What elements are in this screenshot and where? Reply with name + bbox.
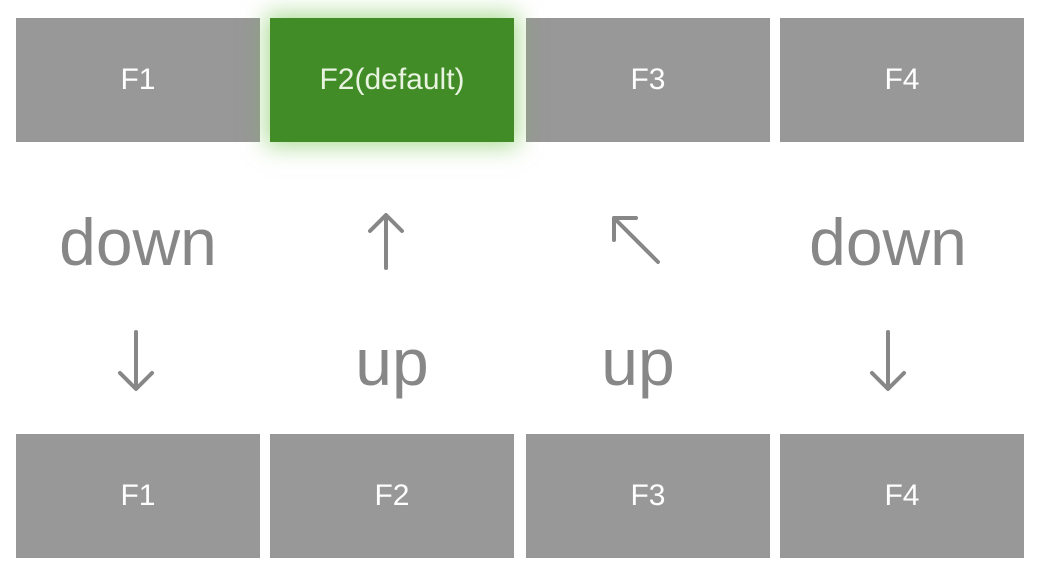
transition-1-word: down — [59, 205, 217, 279]
bottom-box-f4-label: F4 — [884, 479, 920, 512]
top-box-f3[interactable]: F3 — [526, 18, 770, 142]
bottom-box-f3[interactable]: F3 — [526, 434, 770, 558]
bottom-box-f2[interactable]: F2 — [270, 434, 514, 558]
top-box-f1[interactable]: F1 — [16, 18, 260, 142]
bottom-box-f2-label: F2 — [374, 479, 410, 512]
bottom-box-f4[interactable]: F4 — [780, 434, 1024, 558]
bottom-box-f1-label: F1 — [120, 479, 156, 512]
bottom-box-f3-label: F3 — [630, 479, 666, 512]
top-box-f1-label: F1 — [120, 63, 156, 96]
top-box-f2-label: F2(default) — [319, 63, 465, 96]
top-box-f3-label: F3 — [630, 63, 666, 96]
transition-2-word: up — [355, 325, 429, 399]
transition-4-word: down — [809, 205, 967, 279]
transition-3-word: up — [601, 325, 675, 399]
up-left-arrow-icon — [526, 182, 770, 302]
bottom-box-f1[interactable]: F1 — [16, 434, 260, 558]
down-arrow-icon — [16, 302, 260, 422]
top-box-f4[interactable]: F4 — [780, 18, 1024, 142]
up-arrow-icon — [270, 182, 514, 302]
top-box-f4-label: F4 — [884, 63, 920, 96]
top-box-f2-default[interactable]: F2(default) — [270, 18, 514, 142]
down-arrow-icon — [766, 302, 1010, 422]
